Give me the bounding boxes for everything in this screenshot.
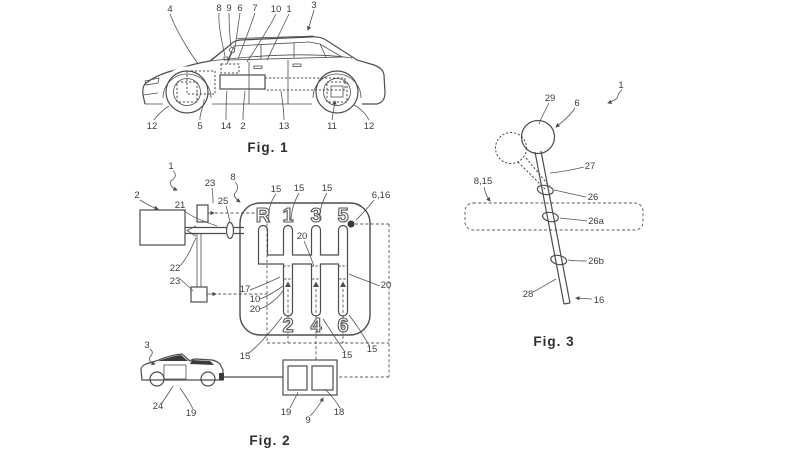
- fig1-ref-5: 5: [197, 121, 202, 132]
- fig1-car-drawing: [142, 35, 386, 118]
- fig1-ref-8: 8: [216, 3, 221, 14]
- control-unit-left: [287, 365, 308, 391]
- fig1-ref-2: 2: [240, 121, 245, 132]
- side-mirror: [223, 56, 229, 61]
- fig2-ref-3: 3: [144, 340, 149, 351]
- fig1-ref-9: 9: [226, 3, 231, 14]
- fig3-leader-lines: [483, 89, 623, 301]
- sensor-box-upper: [196, 204, 209, 223]
- fig2-ref-25: 25: [218, 196, 229, 207]
- fig1-ref-3: 3: [311, 0, 316, 11]
- control-unit-outer: [282, 359, 338, 396]
- fig2-ref-24: 24: [153, 401, 164, 412]
- figure-3-shift-lever: 1 29 6 27 8,15 26 26a 26b 28 16 Fig. 3: [464, 80, 644, 349]
- fig2-ref-1: 1: [168, 161, 173, 172]
- fig2-ref-19-box: 19: [281, 407, 292, 418]
- gate-pos-1: 1: [282, 205, 293, 227]
- fig3-ref-6: 6: [574, 98, 579, 109]
- fig1-ref-4: 4: [167, 4, 172, 15]
- gate-position-dot: [347, 220, 355, 228]
- fig2-ref-15-bot-2: 15: [342, 350, 353, 361]
- actuator-box: [139, 209, 186, 246]
- drivetrain-components: [186, 47, 346, 95]
- fig3-ref-16: 16: [594, 295, 605, 306]
- gate-slots: [257, 224, 349, 317]
- lever-alternate-position: [495, 132, 551, 191]
- fig2-ref-2: 2: [134, 190, 139, 201]
- fig1-ref-13: 13: [279, 121, 290, 132]
- rod-coupling: [225, 221, 235, 240]
- fig2-ref-9: 9: [305, 415, 310, 426]
- fig3-ref-26a: 26a: [588, 216, 605, 227]
- gate-sensors: [283, 265, 348, 287]
- fig1-ref-12-left: 12: [147, 121, 158, 132]
- gate-pos-5: 5: [337, 205, 348, 227]
- lever-ring-26b: [550, 254, 568, 266]
- lever-ring-26a: [542, 211, 559, 223]
- figure-1-car-side-view: 4 8 9 6 7 10 1 3 12 5 14 2 13 11 12 Fig.…: [142, 0, 386, 155]
- fig2-ref-20-right: 20: [381, 280, 392, 291]
- shift-knob: [520, 119, 556, 155]
- fig2-ref-8: 8: [230, 172, 235, 183]
- fig2-ref-15-top-3: 15: [322, 183, 333, 194]
- fig1-ref-1: 1: [286, 4, 291, 15]
- fig1-ref-11: 11: [327, 121, 337, 132]
- fig2-ref-18: 18: [334, 407, 345, 418]
- fig2-ref-15-top-2: 15: [294, 183, 305, 194]
- fig2-ref-21: 21: [175, 200, 186, 211]
- fig3-ref-29: 29: [545, 93, 556, 104]
- lever-ring-26: [536, 184, 554, 196]
- shift-lever-drawing: [520, 119, 571, 305]
- fig2-ref-17: 17: [240, 284, 251, 295]
- fig3-ref-28: 28: [523, 289, 534, 300]
- fig2-control-unit: [282, 359, 338, 396]
- fig1-ref-10: 10: [271, 4, 282, 15]
- fig2-caption: Fig. 2: [249, 433, 290, 448]
- fig1-ref-6: 6: [237, 3, 242, 14]
- fig2-ref-10: 10: [250, 294, 261, 305]
- fig3-ref-1: 1: [618, 80, 623, 91]
- fig1-ref-14: 14: [221, 121, 232, 132]
- gate-pos-2: 2: [282, 315, 293, 337]
- gate-pos-R: R: [256, 205, 271, 227]
- fig2-ref-23-upper: 23: [205, 178, 216, 189]
- fig2-ref-15-top-1: 15: [271, 184, 282, 195]
- fig2-ref-19-car: 19: [186, 408, 197, 419]
- fig3-ref-26b: 26b: [588, 256, 604, 267]
- fig3-caption: Fig. 3: [533, 334, 574, 349]
- fig3-ref-8-15: 8,15: [474, 176, 493, 187]
- gate-pos-4: 4: [310, 315, 322, 337]
- rear-wheel: [315, 70, 359, 114]
- gate-pos-6: 6: [337, 315, 348, 337]
- fig1-ref-7: 7: [252, 3, 257, 14]
- sensor-box-lower: [190, 286, 208, 303]
- fig1-leader-lines: [153, 9, 370, 121]
- fig2-actuator-assembly: [139, 204, 244, 303]
- fig2-leader-lines: [139, 170, 381, 417]
- fig2-ref-23-lower: 23: [170, 276, 181, 287]
- fig2-ref-20-left: 20: [250, 304, 261, 315]
- fig3-ref-27: 27: [585, 161, 596, 172]
- fig2-ref-20-mid: 20: [297, 231, 308, 242]
- fig2-ref-15-bot-3: 15: [367, 344, 378, 355]
- fig2-ref-6-16: 6,16: [372, 190, 391, 201]
- fig2-ref-22: 22: [170, 263, 181, 274]
- fig1-ref-12-right: 12: [364, 121, 375, 132]
- fig2-ref-15-bot-1: 15: [240, 351, 251, 362]
- figure-2-shift-gate-schematic: R 1 3 5 2 4 6: [134, 161, 392, 448]
- fig1-caption: Fig. 1: [247, 140, 288, 155]
- fig2-shift-gate: R 1 3 5 2 4 6: [239, 202, 371, 338]
- console-panel: [464, 202, 644, 231]
- fig2-vehicle-drawing: [140, 353, 283, 387]
- control-unit-right: [311, 365, 334, 391]
- fig3-ref-26: 26: [588, 192, 599, 203]
- gate-pos-3: 3: [310, 205, 321, 227]
